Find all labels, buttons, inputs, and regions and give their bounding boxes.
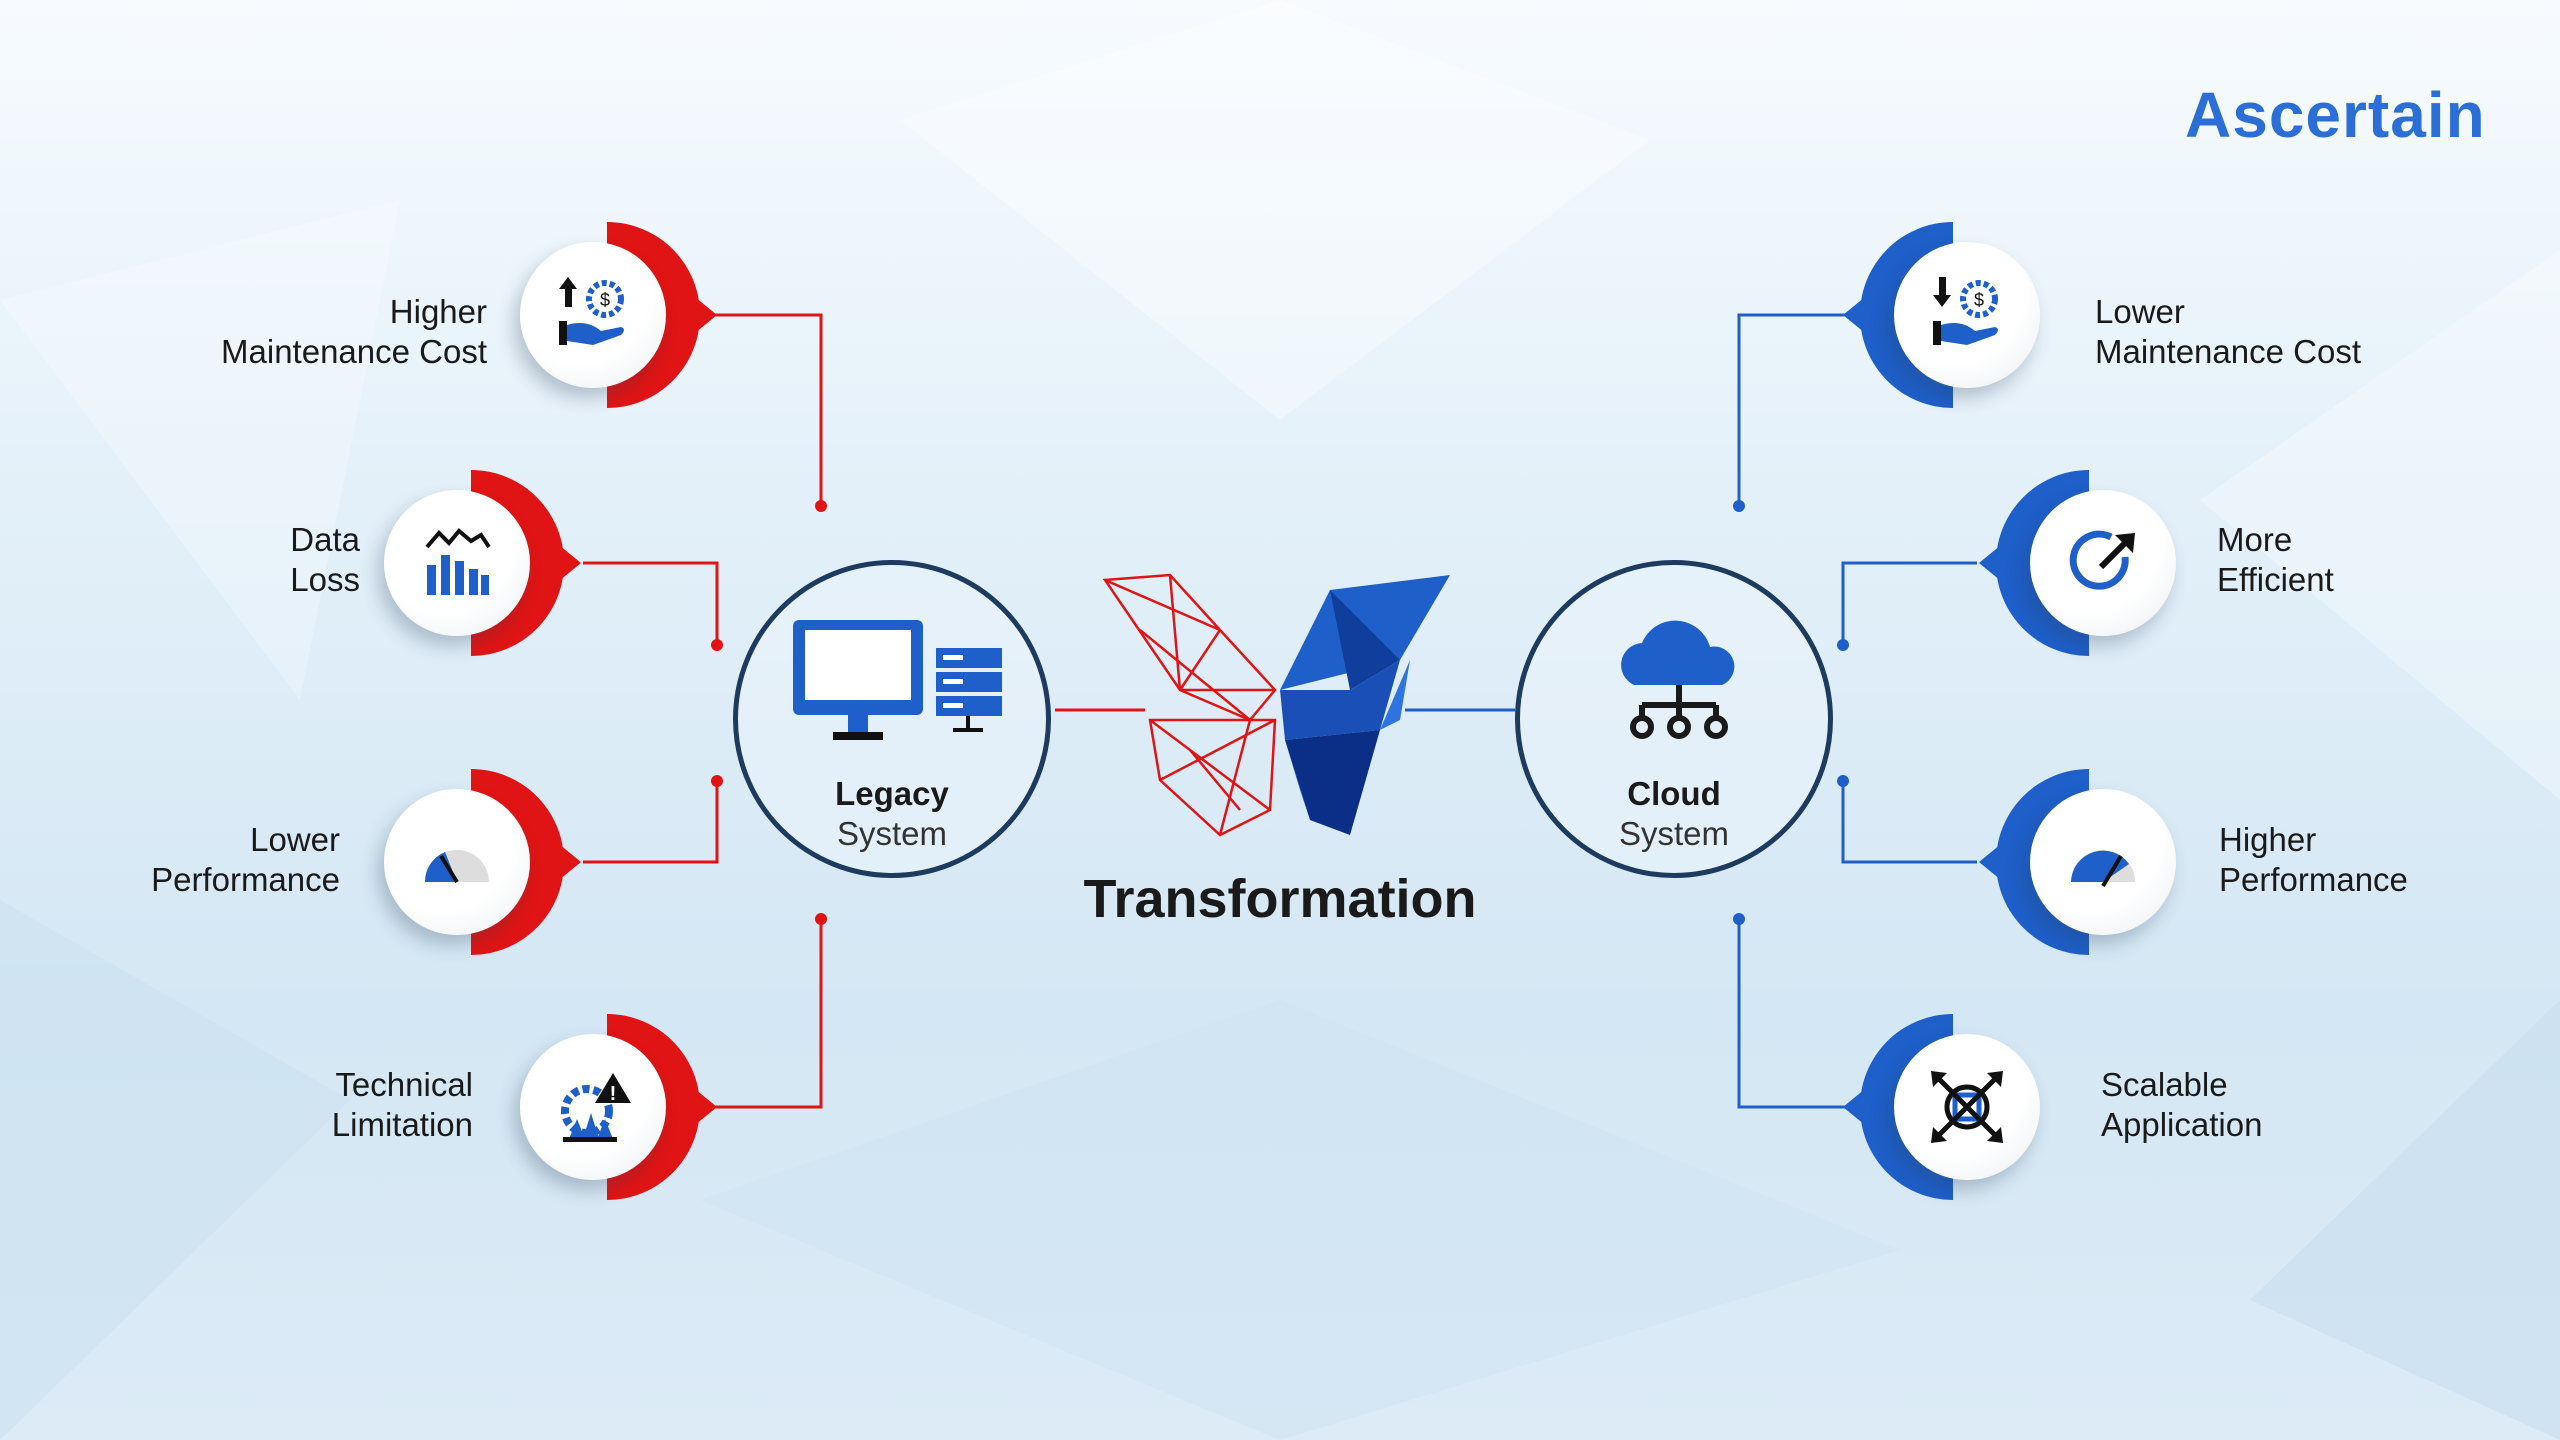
legacy-item-pointer <box>695 297 717 333</box>
legacy-item-pointer <box>695 1089 717 1125</box>
cloud-item-connector-dot <box>1733 500 1745 512</box>
cloud-item-connector <box>1737 919 1846 1109</box>
legacy-item-connector <box>714 313 823 506</box>
cloud-item-pointer <box>1979 844 2001 880</box>
svg-text:$: $ <box>600 290 610 310</box>
gauge-high-icon <box>2071 850 2135 888</box>
cloud-item-label: More Efficient <box>2217 521 2334 598</box>
legacy-item-label: Data Loss <box>290 521 360 598</box>
legacy-item-connector <box>583 781 719 864</box>
cloud-item-connector-dot <box>1837 775 1849 787</box>
legacy-item-connector-dot <box>711 639 723 651</box>
cloud-item-label: Scalable Application <box>2101 1066 2263 1143</box>
cloud-item-connector <box>1841 781 1977 864</box>
cloud-item-pointer <box>1843 1089 1865 1125</box>
legacy-item-circle: $ <box>520 242 666 388</box>
cloud-item-label: Lower Maintenance Cost <box>2095 293 2361 370</box>
cloud-subtitle: System <box>1618 815 1730 852</box>
legacy-item-pointer <box>559 844 581 880</box>
cloud-item-circle <box>2030 789 2176 935</box>
cloud-item-connector <box>1737 313 1846 506</box>
legacy-item-pointer <box>559 545 581 581</box>
svg-text:!: ! <box>610 1083 617 1105</box>
scale-arrows-icon <box>1931 1071 2003 1143</box>
hand-cost-down-icon: $ <box>1933 277 1998 345</box>
legacy-item-connector-dot <box>815 500 827 512</box>
legacy-item-connector-dot <box>711 775 723 787</box>
cloud-network-icon <box>1621 620 1735 739</box>
cloud-item-pointer <box>1979 545 2001 581</box>
cloud-item-circle <box>2030 490 2176 636</box>
ascertain-logo: Ascertain <box>2185 79 2486 151</box>
legacy-item-circle <box>384 490 530 636</box>
cloud-item-connector-dot <box>1837 639 1849 651</box>
legacy-item-label: Technical Limitation <box>331 1066 473 1143</box>
efficiency-arrow-icon <box>2069 530 2135 590</box>
legacy-item-label: Lower Performance <box>151 821 340 898</box>
butterfly-icon <box>1102 573 1450 837</box>
monitor-server-icon <box>793 620 1002 740</box>
svg-text:$: $ <box>1974 290 1984 310</box>
cloud-item-label: Higher Performance <box>2219 821 2408 898</box>
hand-cost-up-icon: $ <box>559 277 624 345</box>
transformation-title: Transformation <box>1083 869 1477 929</box>
cloud-item-circle <box>1894 1034 2040 1180</box>
legacy-item-circle <box>384 789 530 935</box>
legacy-item-connector <box>714 919 823 1109</box>
legacy-item-connector-dot <box>815 913 827 925</box>
gear-warning-icon: ! <box>561 1073 631 1142</box>
legacy-subtitle: System <box>836 815 948 852</box>
cloud-item-pointer <box>1843 297 1865 333</box>
cloud-item-connector-dot <box>1733 913 1745 925</box>
legacy-item-connector <box>583 561 719 645</box>
legacy-system-circle: Legacy System <box>733 560 1051 878</box>
gauge-low-icon <box>424 850 489 884</box>
legacy-item-circle: ! <box>520 1034 666 1180</box>
cloud-item-connector <box>1841 561 1977 645</box>
cloud-item-circle: $ <box>1894 242 2040 388</box>
cloud-system-circle: Cloud System <box>1515 560 1833 878</box>
legacy-item-label: Higher Maintenance Cost <box>221 293 487 370</box>
cloud-title: Cloud <box>1627 775 1721 812</box>
legacy-title: Legacy <box>835 775 949 812</box>
chart-loss-icon <box>425 528 491 595</box>
